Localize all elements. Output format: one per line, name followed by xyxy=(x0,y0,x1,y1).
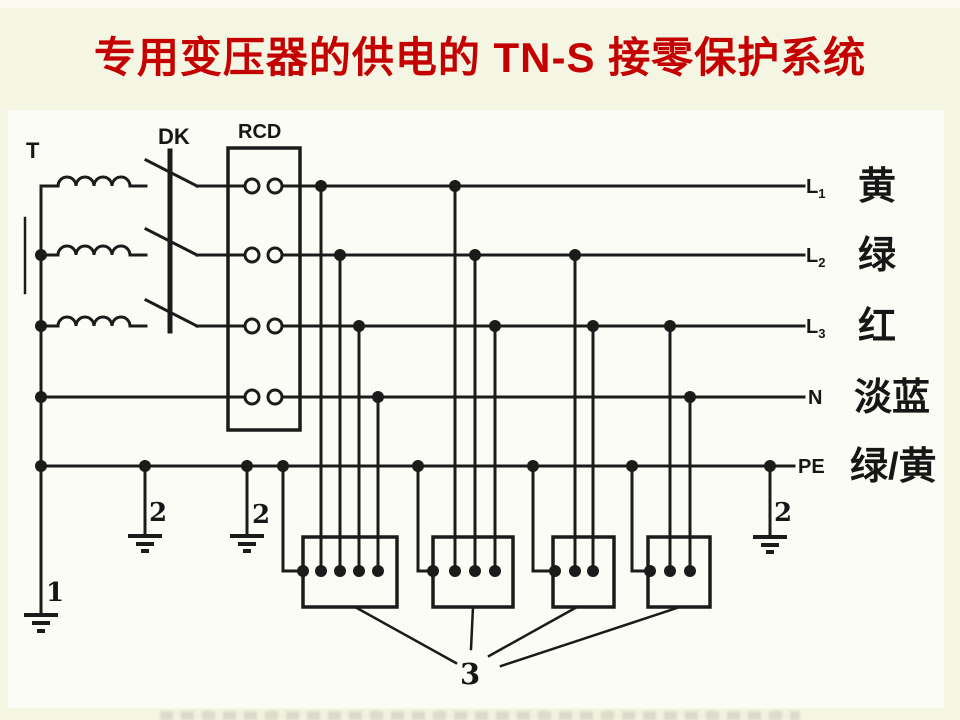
phase-label-subscript: 1 xyxy=(818,186,825,201)
rcd-contact-circle xyxy=(266,388,284,406)
winding-coil-l2 xyxy=(39,244,148,257)
cropped-caption-text xyxy=(160,711,800,720)
rcd-contact-circle xyxy=(243,317,261,335)
ground-callout-2: 2 xyxy=(774,498,792,528)
rcd-contact-circle xyxy=(266,317,284,335)
pe-branch-wire xyxy=(531,464,557,573)
dk-label: DK xyxy=(158,124,190,149)
pe-label: PE xyxy=(798,456,825,478)
equipment-box xyxy=(551,535,616,609)
junction-dot xyxy=(35,249,47,261)
rcd-device: RCD xyxy=(226,121,302,432)
terminal-dot xyxy=(644,565,656,577)
phase-label-l2: L2 xyxy=(806,245,825,270)
equipment-callout: 3 xyxy=(353,605,682,691)
repeated-ground-icon xyxy=(753,535,787,554)
transformer-symbol: T xyxy=(23,138,148,617)
terminal-dot xyxy=(569,565,581,577)
equipment-drop-wires xyxy=(281,184,692,573)
repeated-ground-icon xyxy=(128,534,162,553)
rcd-contact-circle xyxy=(243,177,261,195)
transformer-label: T xyxy=(26,138,40,163)
rcd-contact-circle xyxy=(243,388,261,406)
pointer-line xyxy=(469,605,475,651)
rcd-contact-circle xyxy=(243,246,261,264)
ground-callout-2: 2 xyxy=(252,500,270,530)
phase-label-text: L xyxy=(806,245,818,267)
winding-coil-l1 xyxy=(56,175,148,188)
working-ground-icon xyxy=(24,613,58,633)
page-title: 专用变压器的供电的 TN-S 接零保护系统 xyxy=(93,34,867,81)
pe-branch-wire xyxy=(281,464,305,573)
terminal-dot xyxy=(549,565,561,577)
line-labels: L1 L2 L3 N PE 黄 绿 红 淡蓝 绿/黄 xyxy=(798,166,937,488)
rcd-contact-circle xyxy=(266,246,284,264)
pointer-line xyxy=(353,605,458,665)
neutral-label: N xyxy=(808,387,822,409)
equipment-callout-3: 3 xyxy=(460,657,480,691)
phase-label-text: L xyxy=(806,316,818,338)
switch-blade xyxy=(143,297,200,329)
wire-color-name-n: 淡蓝 xyxy=(854,377,930,419)
terminal-dot xyxy=(587,565,599,577)
switch-blade xyxy=(143,226,200,258)
switch-blade xyxy=(143,157,200,189)
phase-label-l1: L1 xyxy=(806,176,825,201)
top-edge-strip xyxy=(0,0,960,8)
terminal-dot xyxy=(315,565,327,577)
ground-symbols: 1 2 2 2 xyxy=(24,464,792,633)
repeated-ground-icon xyxy=(230,534,264,553)
terminal-dot xyxy=(372,565,384,577)
dk-switch-symbol: DK xyxy=(143,124,230,334)
rcd-contact-circle xyxy=(266,177,284,195)
terminal-dot xyxy=(664,565,676,577)
wire-color-name-l2: 绿 xyxy=(858,235,897,277)
ground-callout-2: 2 xyxy=(149,498,167,528)
terminal-dot xyxy=(353,565,365,577)
equipment-box xyxy=(646,535,712,609)
winding-coil-l3 xyxy=(39,315,148,328)
terminal-dot xyxy=(449,565,461,577)
phase-label-subscript: 2 xyxy=(818,255,825,270)
terminal-dot xyxy=(684,565,696,577)
phase-label-subscript: 3 xyxy=(818,326,825,341)
rcd-label: RCD xyxy=(238,121,281,143)
terminal-dot xyxy=(427,565,439,577)
wire-color-name-pe: 绿/黄 xyxy=(850,446,937,488)
phase-label-text: L xyxy=(806,176,818,198)
wire-color-name-l1: 黄 xyxy=(858,166,896,208)
phase-label-l3: L3 xyxy=(806,316,825,341)
junction-dot xyxy=(35,320,47,332)
pe-branch-wire xyxy=(416,464,435,573)
terminal-dot xyxy=(469,565,481,577)
terminal-dot xyxy=(489,565,501,577)
ground-callout-1: 1 xyxy=(46,578,64,608)
wire-color-name-l3: 红 xyxy=(858,306,896,348)
rcd-box xyxy=(226,146,302,432)
terminal-dot xyxy=(334,565,346,577)
terminal-dot xyxy=(297,565,309,577)
pointer-line xyxy=(487,605,579,658)
pointer-line xyxy=(499,605,682,668)
